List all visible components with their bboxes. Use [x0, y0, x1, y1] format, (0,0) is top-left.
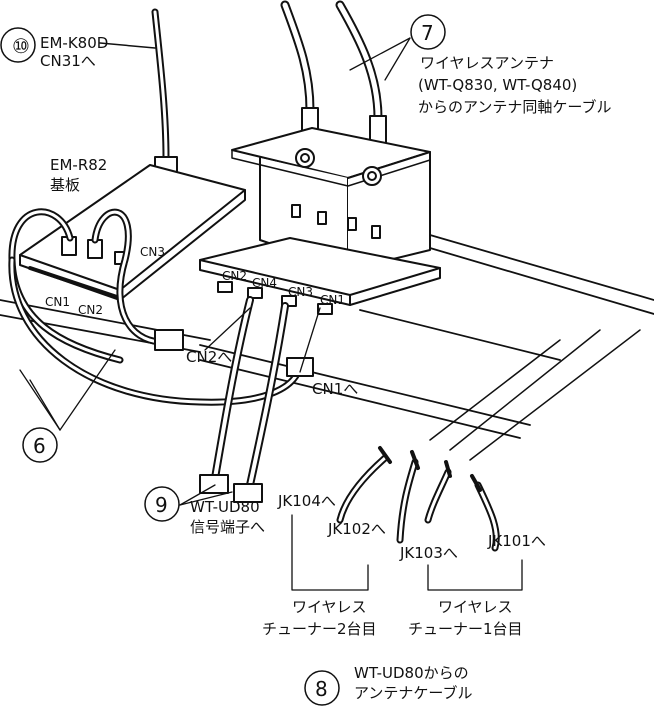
label-wtud80: WT-UD80 — [190, 498, 260, 516]
label-unit-cn3: CN3 — [288, 285, 313, 299]
label-antenna-cable-from: WT-UD80からの — [354, 664, 469, 682]
antenna-unit — [199, 127, 441, 315]
label-antenna-title: ワイヤレスアンテナ — [420, 54, 554, 72]
label-antenna-cable: からのアンテナ同軸ケーブル — [418, 98, 612, 116]
label-jk103: JK103へ — [399, 544, 458, 562]
label-board-cn3: CN3 — [140, 245, 165, 259]
loop-cables — [8, 208, 314, 406]
antenna-cables-jk — [336, 329, 641, 552]
label-emk80d: EM-K80D — [40, 34, 108, 52]
callout-circles — [0, 14, 446, 706]
label-wtud80-signal: 信号端子へ — [190, 518, 265, 536]
label-unit-cn4: CN4 — [252, 276, 277, 290]
antenna-coax-cables — [280, 0, 387, 145]
label-tuner2: ワイヤレス — [292, 598, 367, 616]
label-antenna-cable-name: アンテナケーブル — [354, 684, 473, 702]
label-unit-cn1: CN1 — [320, 293, 345, 307]
label-jk104: JK104へ — [277, 492, 336, 510]
label-jk102: JK102へ — [327, 520, 386, 538]
emk80d-cable — [99, 8, 178, 180]
callout-8: 8 — [315, 677, 328, 701]
label-jk101: JK101へ — [487, 532, 546, 550]
label-board-cn1: CN1 — [45, 295, 70, 309]
label-to-cn1: CN1へ — [312, 380, 358, 398]
label-tuner1-count: チューナー1台目 — [408, 620, 523, 638]
label-emr82: EM-R82 — [50, 156, 107, 174]
callout-10: ⑩ — [12, 34, 30, 58]
tuner-brackets — [291, 514, 523, 591]
leader-lines — [19, 37, 411, 506]
label-to-cn2: CN2へ — [186, 348, 232, 366]
callout-6: 6 — [33, 434, 46, 458]
label-emr82-board: 基板 — [50, 176, 80, 194]
label-board-cn2: CN2 — [78, 303, 103, 317]
callout-7: 7 — [421, 21, 434, 45]
label-tuner2-count: チューナー2台目 — [262, 620, 377, 638]
label-emk80d-cn31: CN31へ — [40, 52, 96, 70]
label-antenna-models: (WT-Q830, WT-Q840) — [418, 76, 577, 94]
signal-cables — [199, 296, 289, 503]
callout-9: 9 — [155, 493, 168, 517]
label-unit-cn2: CN2 — [222, 269, 247, 283]
label-tuner1: ワイヤレス — [438, 598, 513, 616]
